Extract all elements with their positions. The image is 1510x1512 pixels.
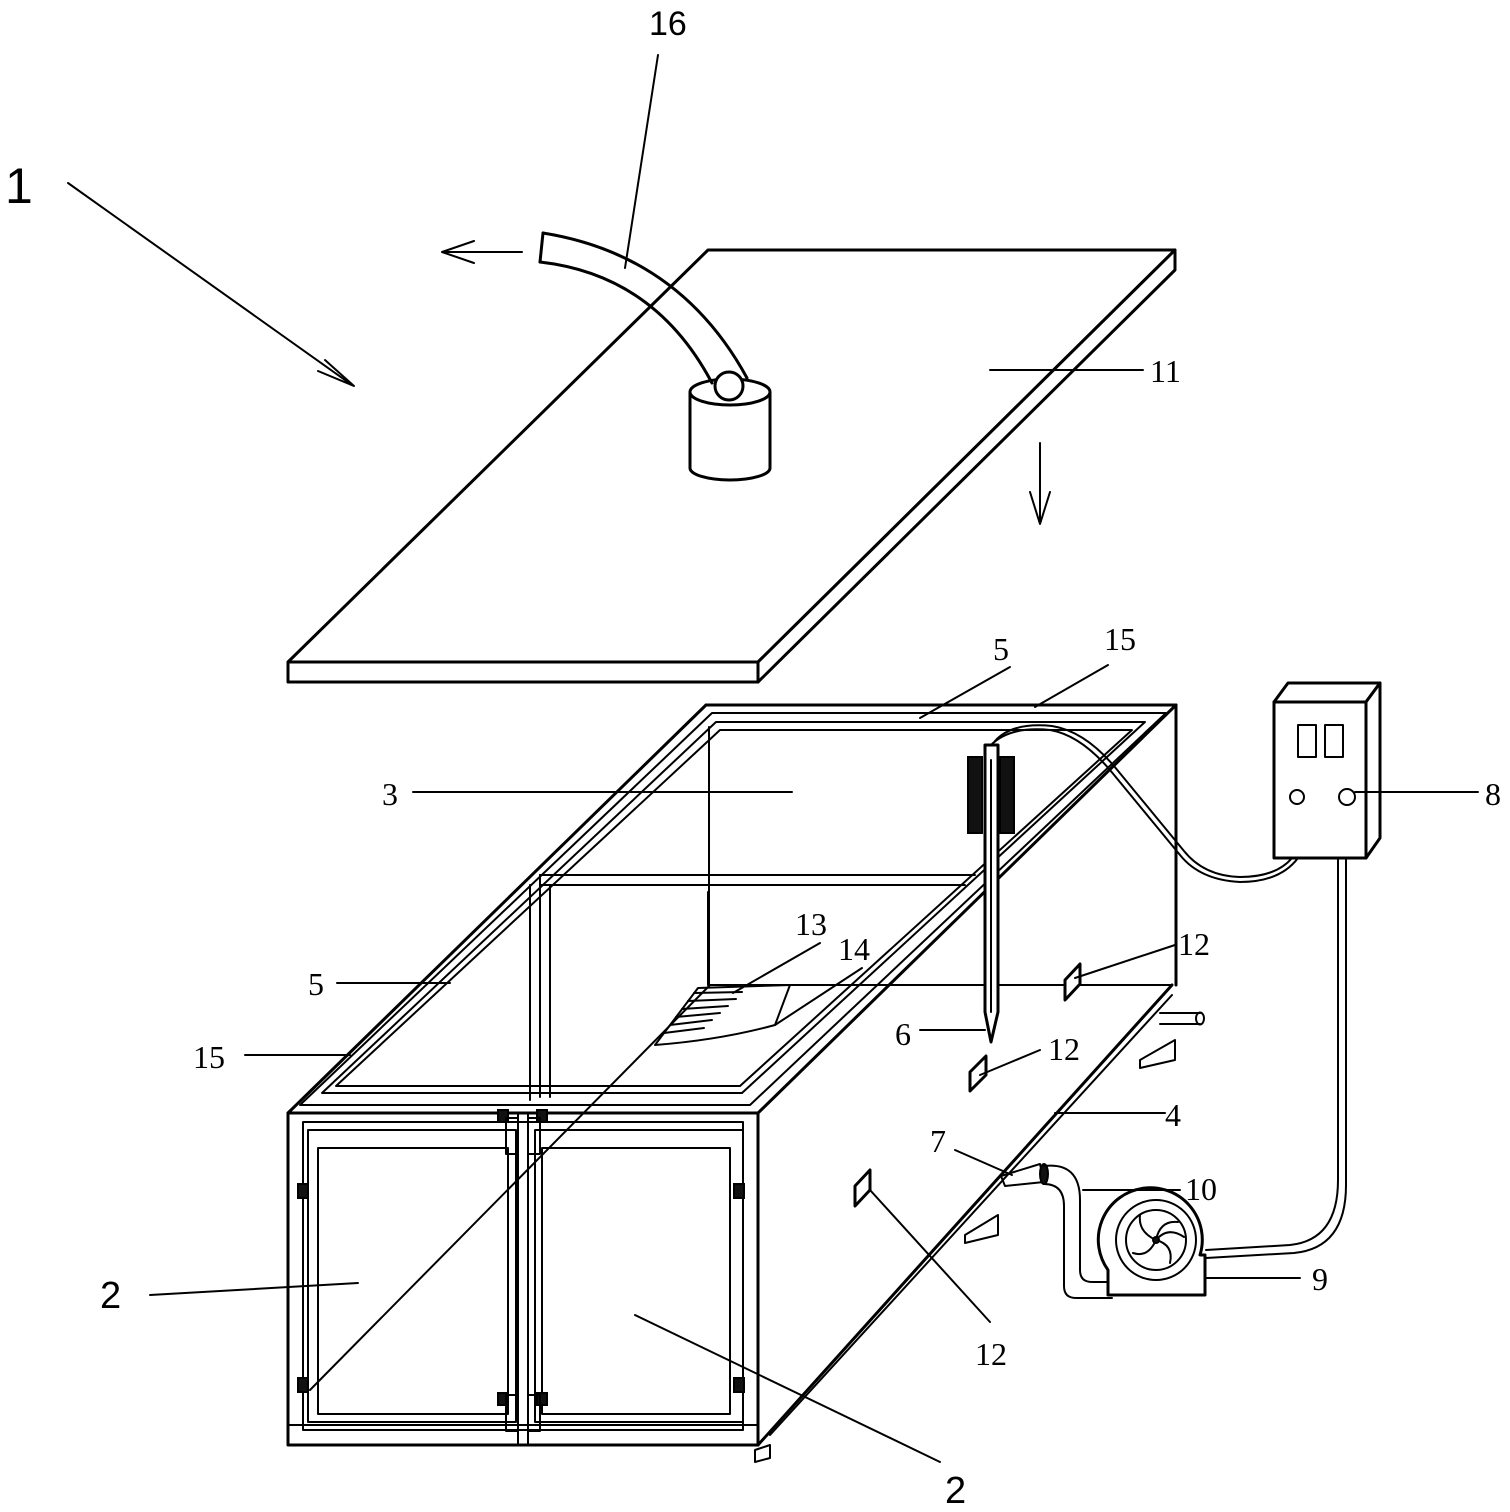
callout-labels: 1 16 11 5 15 3 8 13 14 12 5 15 6 12 4 7 … <box>5 5 1501 1512</box>
label-4: 4 <box>1165 1097 1181 1133</box>
label-2-left: 2 <box>100 1275 121 1317</box>
label-6: 6 <box>895 1016 911 1052</box>
front-doors <box>286 1109 760 1447</box>
label-13: 13 <box>795 906 827 942</box>
label-16: 16 <box>649 5 687 43</box>
blower <box>1000 1163 1207 1299</box>
exhaust-arrow <box>441 240 523 264</box>
assembly-arrow <box>67 182 355 387</box>
label-5-left: 5 <box>308 966 324 1002</box>
label-15-left: 15 <box>193 1039 225 1075</box>
heater-probe <box>967 743 1015 1044</box>
box-body <box>286 703 1205 1463</box>
label-11: 11 <box>1150 353 1181 389</box>
vent-grille <box>654 984 791 1046</box>
label-1: 1 <box>5 158 33 214</box>
label-2-bottom: 2 <box>945 1470 966 1512</box>
label-14: 14 <box>838 931 870 967</box>
label-12-upper: 12 <box>1178 926 1210 962</box>
label-8: 8 <box>1485 776 1501 812</box>
label-12-lower: 12 <box>975 1336 1007 1372</box>
label-5-top: 5 <box>993 631 1009 667</box>
label-12-middle: 12 <box>1048 1031 1080 1067</box>
label-3: 3 <box>382 776 398 812</box>
label-9: 9 <box>1312 1261 1328 1297</box>
leader-lines <box>149 54 1479 1463</box>
label-7: 7 <box>930 1123 946 1159</box>
label-15-top: 15 <box>1104 621 1136 657</box>
sensors <box>853 962 1082 1208</box>
exhaust-pipe <box>538 231 772 482</box>
cables <box>990 724 1347 1259</box>
lid-down-arrow <box>1029 442 1051 525</box>
controller <box>1272 681 1382 860</box>
label-10: 10 <box>1185 1171 1217 1207</box>
